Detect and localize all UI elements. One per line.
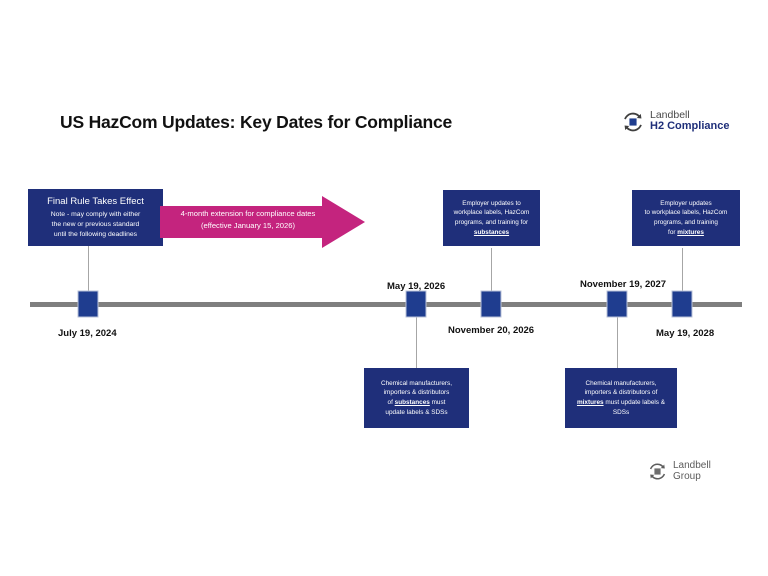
box-manufacturers-substances: Chemical manufacturers, importers & dist… <box>364 368 469 428</box>
connector-employer-substances <box>491 248 492 304</box>
connector-final-rule <box>88 246 89 304</box>
emphasis-mixtures: mixtures <box>677 228 704 236</box>
box-heading: Final Rule Takes Effect <box>47 195 144 207</box>
line-4: update labels & SDSs <box>385 408 448 416</box>
line-1: Employer updates to <box>462 199 521 207</box>
line-3-suffix: must update labels & <box>603 399 666 406</box>
circular-arrows-icon <box>622 111 644 133</box>
date-label-july-19-2024: July 19, 2024 <box>58 328 117 339</box>
banner-text: 4-month extension for compliance dates (… <box>168 208 328 232</box>
box-employer-updates-mixtures: Employer updates to workplace labels, Ha… <box>632 190 740 246</box>
box-manufacturers-mixtures: Chemical manufacturers, importers & dist… <box>565 368 677 428</box>
box-body: Employer updates to workplace labels, Ha… <box>454 199 530 237</box>
date-label-may-19-2026: May 19, 2026 <box>387 281 446 292</box>
landbell-group-logo: Landbell Group <box>648 460 711 483</box>
banner-line-2: (effective January 15, 2026) <box>201 220 295 230</box>
line-4-prefix: for <box>668 228 678 236</box>
line-2: importers & distributors of <box>584 389 658 397</box>
date-label-may-19-2028: May 19, 2028 <box>656 328 715 339</box>
logo-line-1: Landbell <box>650 109 690 121</box>
line-2: to workplace labels, HazCom <box>644 209 728 217</box>
line-1: Chemical manufacturers, <box>585 379 657 387</box>
timeline-marker-3 <box>480 290 502 318</box>
emphasis-substances: substances <box>394 399 430 406</box>
connector-employer-mixtures <box>682 248 683 304</box>
banner-line-1: 4-month extension for compliance dates <box>180 209 316 218</box>
timeline-marker-2 <box>405 290 427 318</box>
box-body: Employer updates to workplace labels, Ha… <box>645 199 728 237</box>
line-3-suffix: must <box>429 399 446 406</box>
box-employer-updates-substances: Employer updates to workplace labels, Ha… <box>443 190 540 246</box>
note-line-2: the new or previous standard <box>51 220 140 228</box>
box-body: Chemical manufacturers, importers & dist… <box>577 379 665 417</box>
banner-compliance-extension: 4-month extension for compliance dates (… <box>160 196 365 248</box>
logo-wordmark: Landbell H2 Compliance <box>650 109 730 133</box>
date-label-november-20-2026: November 20, 2026 <box>448 325 535 336</box>
connector-manufacturers-substances <box>416 304 417 368</box>
timeline-marker-4 <box>606 290 628 318</box>
logo-line-2: H2 Compliance <box>650 120 730 133</box>
box-body: Note - may comply with either the new or… <box>51 210 141 240</box>
line-3: programs, and training <box>654 219 718 226</box>
connector-manufacturers-mixtures <box>617 304 618 368</box>
circular-arrows-icon <box>648 462 667 481</box>
line-1: Chemical manufacturers, <box>380 379 453 387</box>
arrow-shape-icon <box>160 196 365 248</box>
timeline-marker-1 <box>77 290 99 318</box>
timeline-marker-5 <box>671 290 693 318</box>
logo-line-2: Group <box>673 470 701 482</box>
line-2: workplace labels, HazCom <box>453 209 530 217</box>
line-1: Employer updates <box>660 199 712 207</box>
logo-wordmark: Landbell Group <box>673 460 711 483</box>
line-3: programs, and training for <box>454 219 529 226</box>
emphasis-substances: substances <box>473 228 510 236</box>
date-label-november-19-2027: November 19, 2027 <box>580 279 667 290</box>
note-line-1: Note - may comply with either <box>50 210 141 218</box>
box-body: Chemical manufacturers, importers & dist… <box>381 379 452 417</box>
line-2: importers & distributors <box>383 389 450 397</box>
line-3-prefix: of <box>387 399 395 406</box>
emphasis-mixtures: mixtures <box>576 399 604 406</box>
line-4: SDSs <box>612 408 630 416</box>
note-line-3: until the following deadlines <box>53 230 138 238</box>
page-title: US HazCom Updates: Key Dates for Complia… <box>60 112 453 132</box>
box-final-rule-takes-effect: Final Rule Takes Effect Note - may compl… <box>28 189 163 246</box>
timeline-axis <box>30 302 742 307</box>
landbell-h2-compliance-logo: Landbell H2 Compliance <box>622 109 730 133</box>
logo-line-1: Landbell <box>673 460 711 471</box>
